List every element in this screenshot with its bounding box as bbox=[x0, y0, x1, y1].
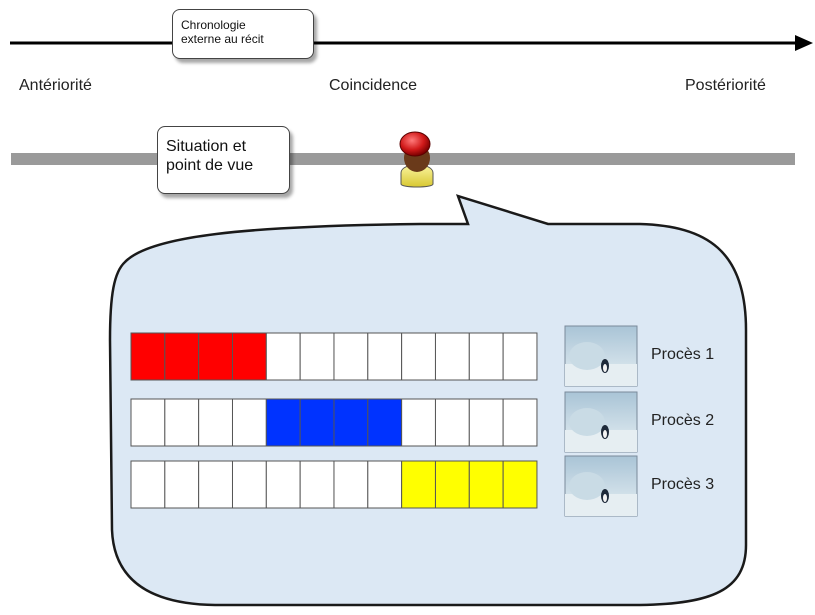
viewpoint-axis bbox=[11, 153, 795, 165]
viewpoint-person-icon bbox=[399, 131, 434, 188]
process-1-cell bbox=[130, 332, 166, 381]
situation-label-line2: point de vue bbox=[166, 157, 254, 175]
process-3-cell bbox=[468, 460, 504, 509]
process-1-cell bbox=[265, 332, 301, 381]
process-1-cell bbox=[367, 332, 403, 381]
process-2-cell bbox=[367, 398, 403, 447]
situation-label-line1: Situation et bbox=[166, 138, 247, 155]
process-3-cell bbox=[401, 460, 436, 509]
process-label-2: Procès 2 bbox=[651, 412, 715, 429]
process-2-cell bbox=[198, 398, 233, 447]
process-2-cell bbox=[468, 398, 504, 447]
process-3-cell bbox=[299, 460, 335, 509]
process-2-cell bbox=[164, 398, 200, 447]
process-1-cell bbox=[502, 332, 538, 381]
process-2-cell bbox=[265, 398, 301, 447]
process-1-cell bbox=[164, 332, 200, 381]
process-3-cell bbox=[130, 460, 166, 509]
process-3-cell bbox=[434, 460, 470, 509]
chronology-label-line2: externe au récit bbox=[181, 32, 264, 47]
process-1-cell bbox=[401, 332, 436, 381]
process-3-cell bbox=[164, 460, 200, 509]
process-2-cell bbox=[299, 398, 335, 447]
process-2-cell bbox=[502, 398, 538, 447]
process-3-thumbnail-icon bbox=[564, 455, 638, 517]
process-1-cell bbox=[434, 332, 470, 381]
process-3-cell bbox=[333, 460, 369, 509]
process-3-cell bbox=[265, 460, 301, 509]
process-1-cell bbox=[299, 332, 335, 381]
process-1-cell bbox=[198, 332, 233, 381]
chronology-label-line1: Chronologie bbox=[181, 18, 246, 32]
anteriority-label: Antériorité bbox=[19, 77, 92, 94]
process-label-3: Procès 3 bbox=[651, 476, 715, 493]
process-1-thumbnail-icon bbox=[564, 325, 638, 387]
process-3-cell bbox=[367, 460, 403, 509]
process-3-cell bbox=[198, 460, 233, 509]
process-3-cell bbox=[231, 460, 267, 509]
process-2-cell bbox=[231, 398, 267, 447]
process-1-cell bbox=[333, 332, 369, 381]
process-2-cell bbox=[434, 398, 470, 447]
process-grid bbox=[130, 332, 538, 509]
process-1-cell bbox=[468, 332, 504, 381]
situation-callout: Situation et point de vue bbox=[157, 126, 290, 194]
process-1-cell bbox=[231, 332, 267, 381]
process-3-cell bbox=[502, 460, 538, 509]
chronology-callout: Chronologie externe au récit bbox=[172, 9, 314, 59]
chronology-arrow bbox=[10, 35, 813, 51]
coincidence-label: Coincidence bbox=[329, 77, 418, 94]
process-2-thumbnail-icon bbox=[564, 391, 638, 453]
process-2-cell bbox=[401, 398, 436, 447]
posteriority-label: Postériorité bbox=[685, 77, 766, 94]
process-label-1: Procès 1 bbox=[651, 346, 715, 363]
process-thumbnails bbox=[564, 325, 638, 517]
process-2-cell bbox=[333, 398, 369, 447]
process-2-cell bbox=[130, 398, 166, 447]
